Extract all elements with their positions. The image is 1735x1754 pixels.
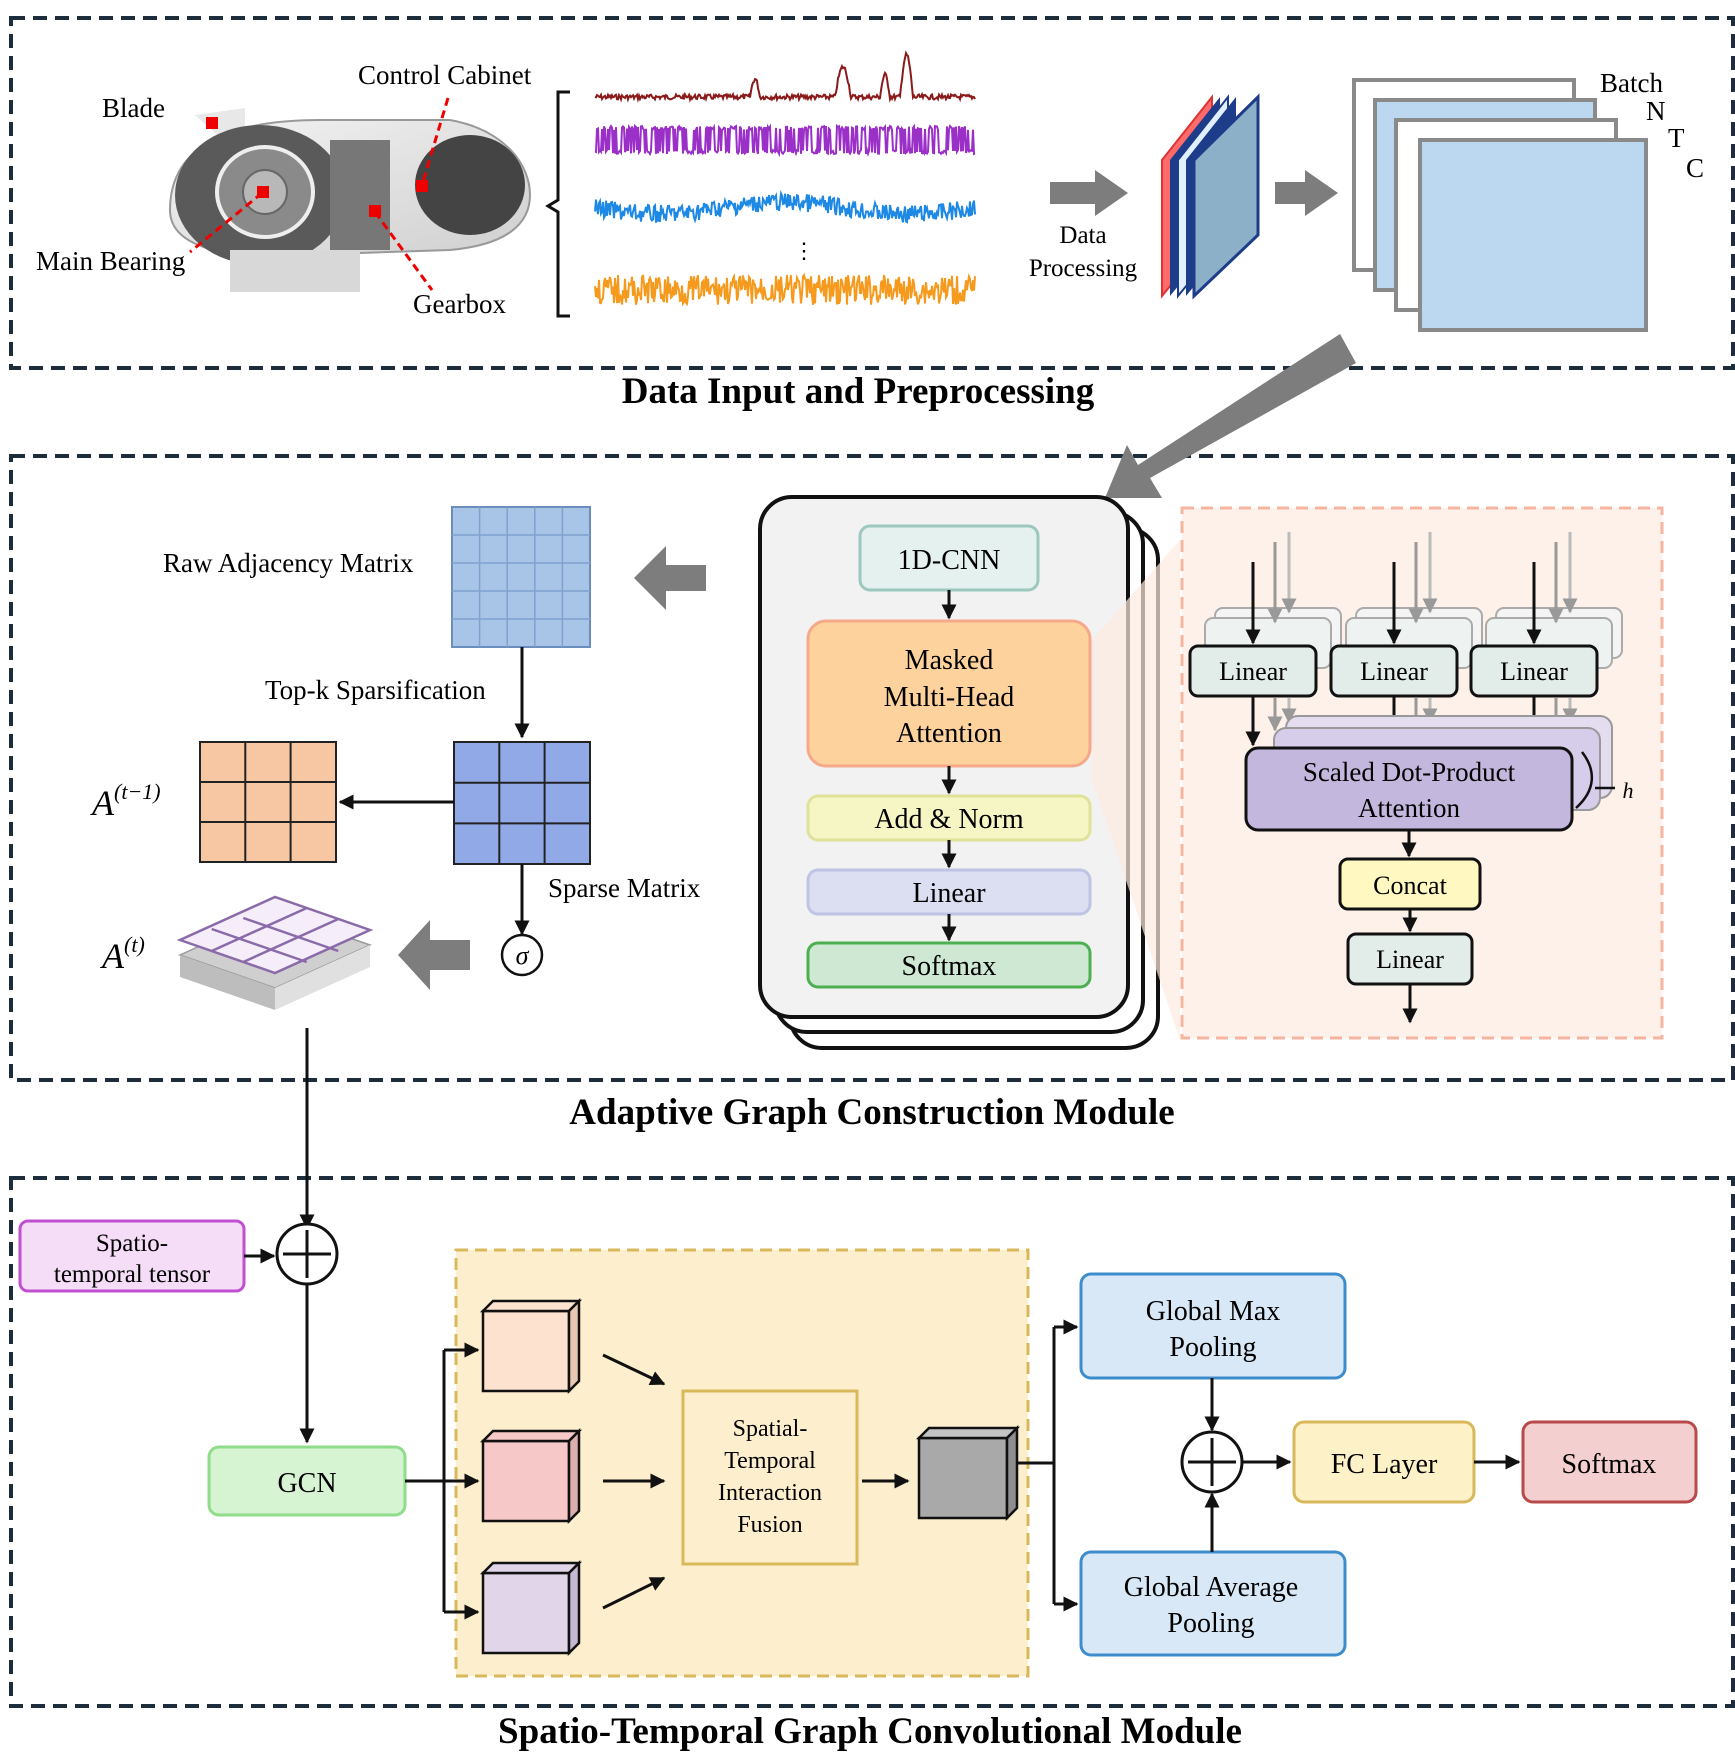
gap-box xyxy=(1079,1550,1347,1657)
gap-line2: Pooling xyxy=(1167,1608,1254,1639)
section-title-data-input: Data Input and Preprocessing xyxy=(622,371,1095,412)
raw-adjacency-label: Raw Adjacency Matrix xyxy=(163,548,414,578)
dim-batch: Batch xyxy=(1600,68,1663,98)
fusion-line1: Spatial- xyxy=(733,1416,808,1442)
encoder-mha-line3: Attention xyxy=(896,718,1002,749)
attn-linear-label-3: Linear xyxy=(1500,657,1568,686)
section-title-st-gcn: Spatio-Temporal Graph Convolutional Modu… xyxy=(498,1711,1242,1752)
head-count-label: h xyxy=(1623,778,1634,803)
multihead-attention-detail: Linear Linear Linear xyxy=(1188,532,1623,747)
main-bearing-label: Main Bearing xyxy=(36,246,185,276)
attn-linear-label-2: Linear xyxy=(1360,657,1428,686)
to-encoder-arrow xyxy=(1105,334,1356,498)
fusion-line4: Fusion xyxy=(737,1512,802,1538)
attn-linear-out-label: Linear xyxy=(1376,945,1444,974)
feature-cube-2 xyxy=(479,1427,583,1525)
concat-label: Concat xyxy=(1373,871,1447,900)
gearbox-label: Gearbox xyxy=(413,289,506,319)
encoder-mha-line1: Masked xyxy=(905,645,994,676)
sparse-matrix xyxy=(453,741,591,865)
gearbox-marker xyxy=(369,205,381,217)
sensor-signal-4 xyxy=(594,272,976,307)
encoder-softmax-box xyxy=(806,941,1092,989)
signals-bracket xyxy=(545,90,570,318)
section-frame-data-input xyxy=(9,16,1735,370)
sigma-symbol: σ xyxy=(516,941,530,970)
encoder-linear-label: Linear xyxy=(912,878,986,909)
dim-c: C xyxy=(1686,153,1704,183)
wind-turbine-nacelle-image xyxy=(168,97,532,292)
gmp-line1: Global Max xyxy=(1146,1296,1281,1327)
control-cabinet-label: Control Cabinet xyxy=(358,60,532,90)
st-tensor-line2: temporal tensor xyxy=(54,1261,211,1288)
a-prev-label: A(t−1) xyxy=(90,779,161,823)
encoder-mha-line2: Multi-Head xyxy=(884,682,1015,713)
sparse-matrix-label: Sparse Matrix xyxy=(548,873,701,903)
fused-feature-cube xyxy=(915,1424,1021,1522)
feature-cube-1 xyxy=(479,1297,583,1395)
a-t-matrix-3d xyxy=(176,895,374,1010)
attn-linear-label-1: Linear xyxy=(1219,657,1287,686)
final-softmax-label: Softmax xyxy=(1562,1449,1657,1480)
section-frame-st-gcn xyxy=(9,1176,1735,1708)
blade-label: Blade xyxy=(102,93,165,123)
feature-cube-3 xyxy=(479,1559,583,1657)
processing-label-line1: Data xyxy=(1059,222,1106,249)
blade-marker xyxy=(206,117,218,129)
processing-arrow xyxy=(1050,170,1128,216)
control-cabinet-marker xyxy=(416,180,428,192)
fusion-line2: Temporal xyxy=(724,1448,816,1474)
sensor-signal-1 xyxy=(594,50,976,104)
sdpa-line2: Attention xyxy=(1358,793,1460,823)
sigma-to-at-arrow xyxy=(398,920,470,990)
encoder-addnorm-label: Add & Norm xyxy=(874,804,1024,835)
encoder-cnn-label: 1D-CNN xyxy=(898,545,1001,576)
encoder-softmax-label: Softmax xyxy=(902,951,997,982)
st-tensor-line1: Spatio- xyxy=(96,1230,168,1257)
head-brace xyxy=(1575,751,1615,809)
encoder-zoom-shade xyxy=(1092,540,1180,1040)
sdpa-line1: Scaled Dot-Product xyxy=(1303,757,1516,787)
encoder-to-adjacency-arrow xyxy=(634,546,706,610)
gmp-line2: Pooling xyxy=(1169,1332,1256,1363)
batch-tensor-stack xyxy=(1352,78,1648,332)
dim-n: N xyxy=(1646,96,1666,126)
sigma-node xyxy=(500,933,544,977)
batch-arrow xyxy=(1275,170,1338,216)
final-softmax-box xyxy=(1521,1420,1698,1504)
gap-line1: Global Average xyxy=(1124,1572,1298,1603)
gcn-label: GCN xyxy=(277,1468,336,1499)
fusion-line3: Interaction xyxy=(718,1480,822,1506)
processing-label-line2: Processing xyxy=(1029,255,1138,282)
sensor-signals xyxy=(594,50,976,307)
dim-t: T xyxy=(1668,123,1685,153)
topk-label: Top-k Sparsification xyxy=(265,675,486,705)
raw-adjacency-matrix xyxy=(451,506,591,648)
sensor-signal-3 xyxy=(594,189,976,224)
feature-stack-icon xyxy=(1161,93,1260,300)
fusion-box xyxy=(681,1389,859,1566)
section-frame-adaptive-graph xyxy=(9,454,1735,1082)
a-prev-matrix xyxy=(199,741,337,863)
sensor-signal-2 xyxy=(594,123,976,158)
signals-ellipsis: ⋮ xyxy=(793,238,815,263)
fc-layer-label: FC Layer xyxy=(1331,1449,1438,1480)
section-title-adaptive-graph: Adaptive Graph Construction Module xyxy=(569,1092,1174,1133)
a-t-label: A(t) xyxy=(100,932,145,976)
